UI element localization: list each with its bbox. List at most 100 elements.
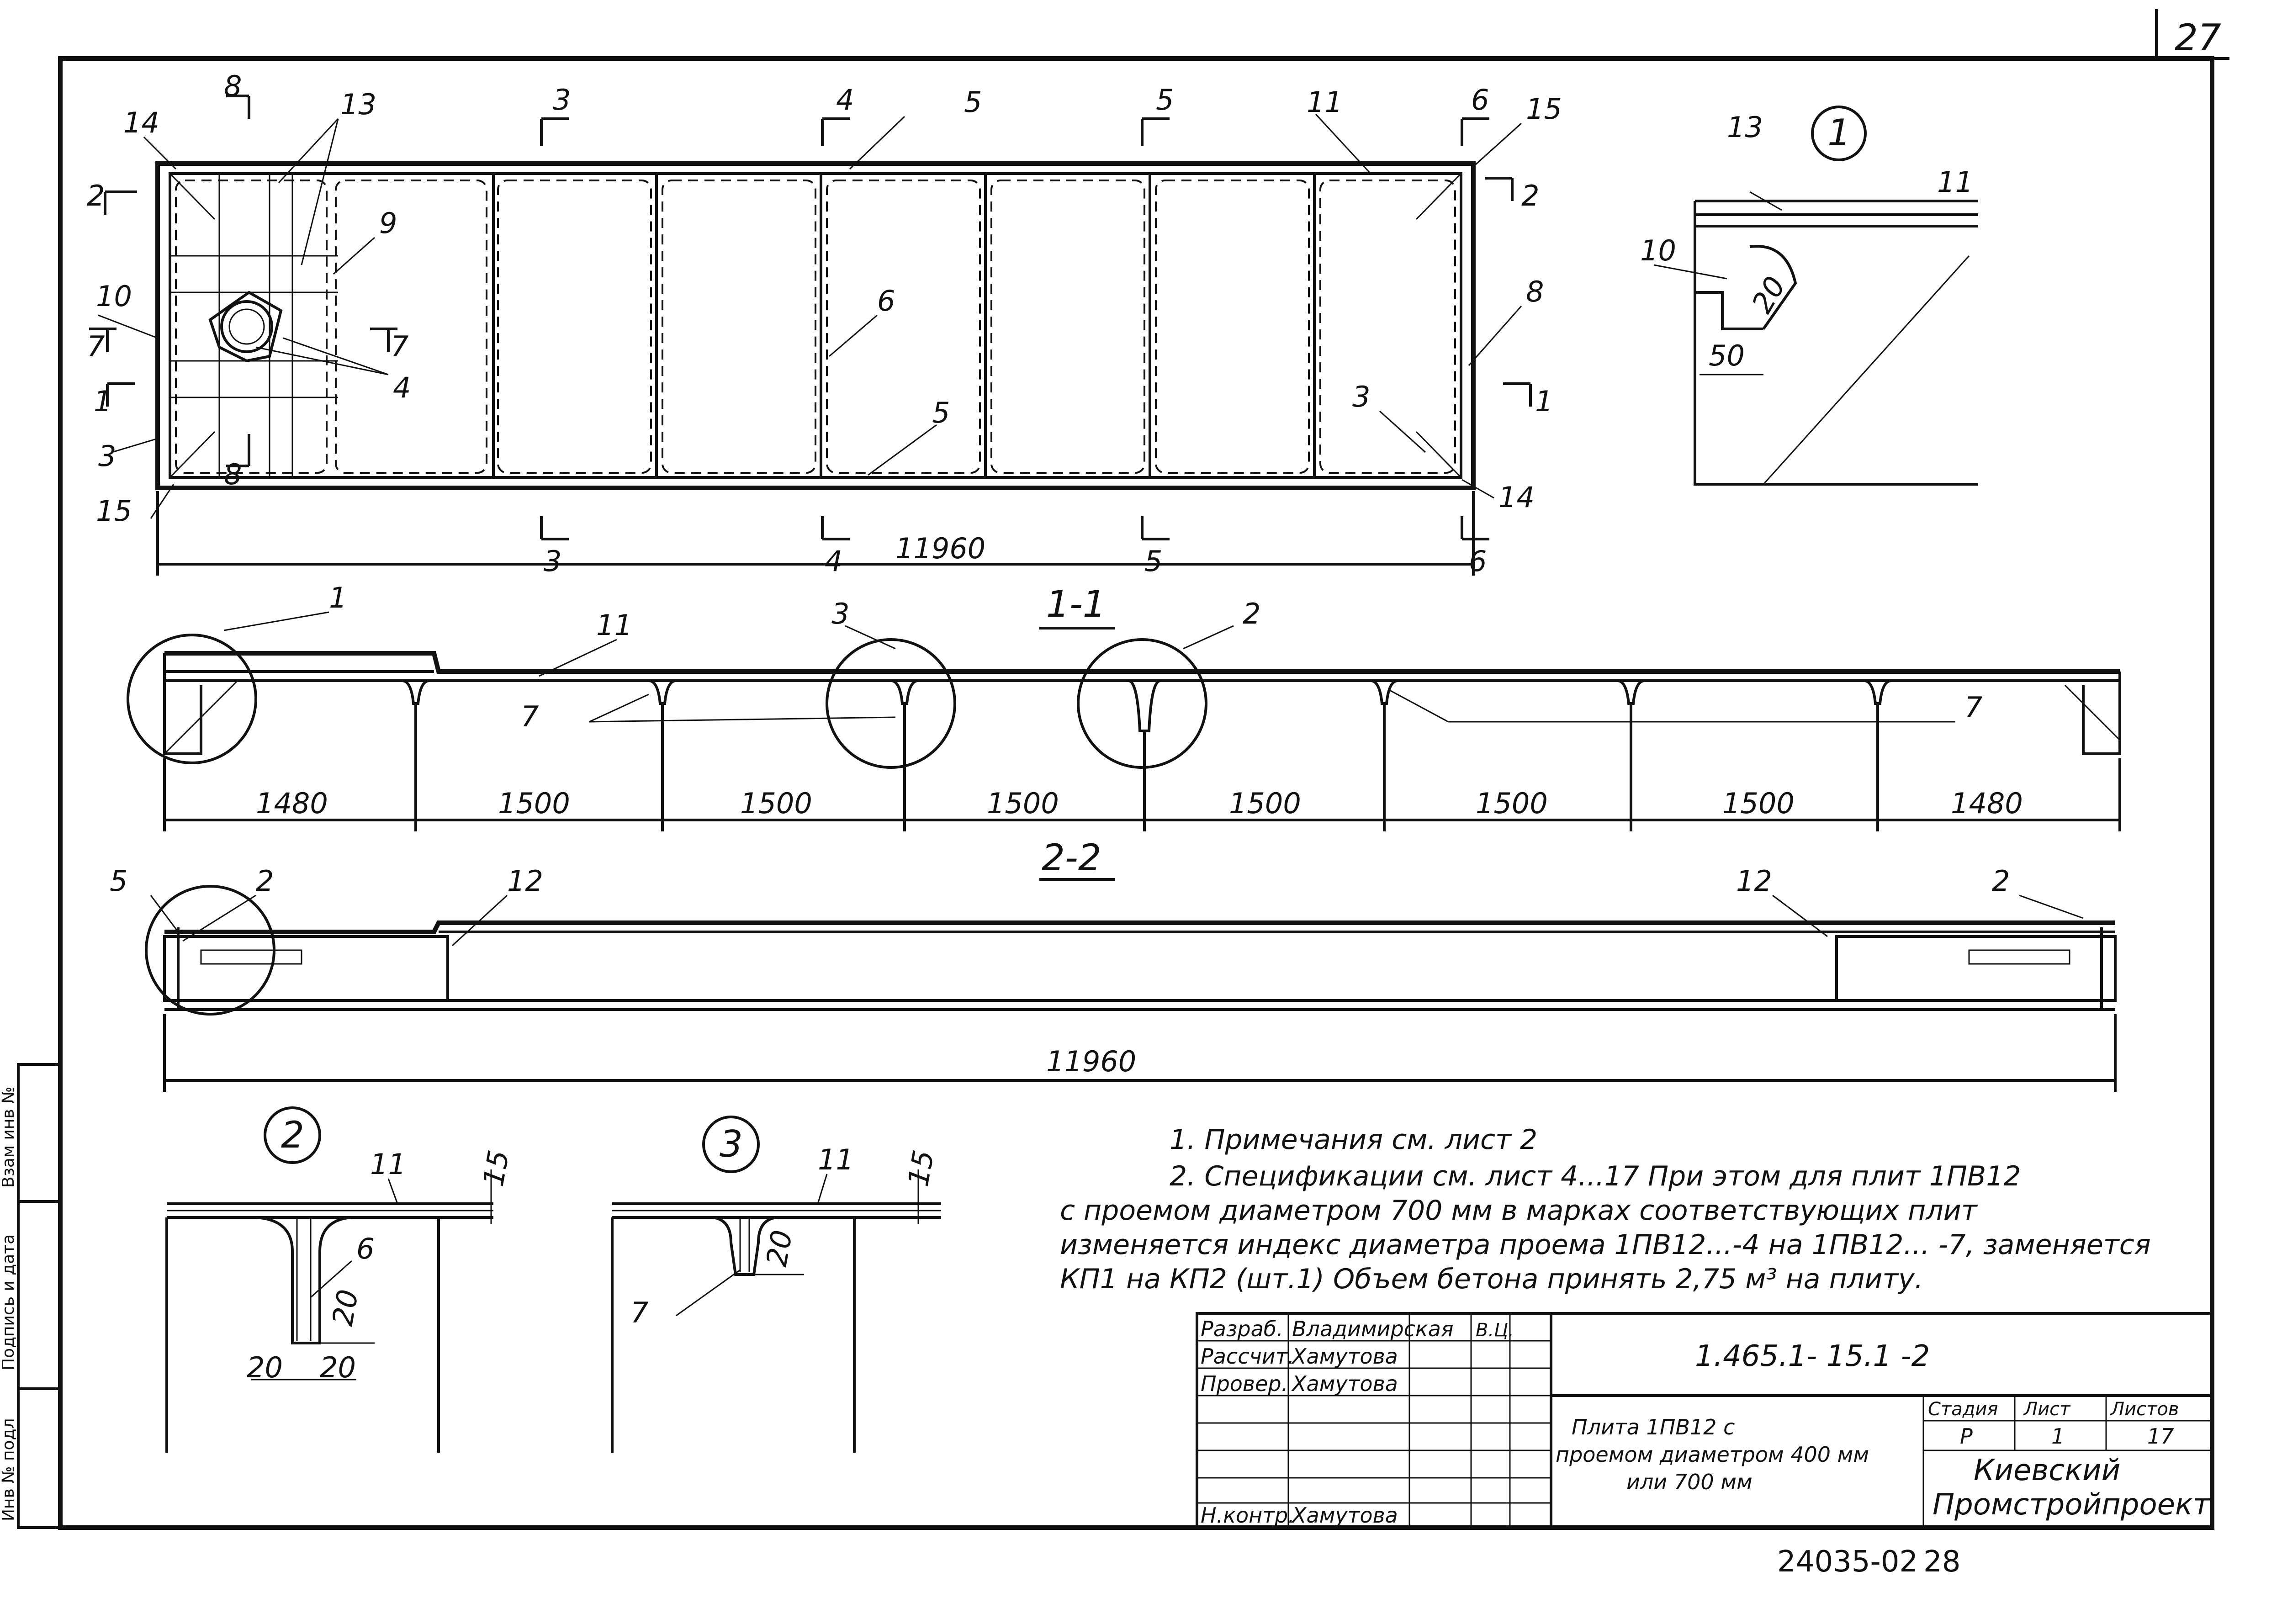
title-block: 1.465.1- 15.1 -2 Разраб. Владимирская В.… bbox=[1196, 1312, 2213, 1529]
detail-1-label: 1 bbox=[1827, 111, 1851, 154]
note-line-2: 2. Спецификации см. лист 4...17 При этом… bbox=[1170, 1160, 2021, 1192]
tb-name-2: Хамутова bbox=[1291, 1344, 1398, 1369]
callout-13: 13 bbox=[340, 88, 376, 121]
span-3: 1500 bbox=[740, 787, 812, 820]
note-line-5: КП1 на КП2 (шт.1) Объем бетона принять 2… bbox=[1060, 1263, 1923, 1295]
section-2-2-callout-12-right: 12 bbox=[1736, 864, 1772, 898]
section-2-2-length-dim: 11960 bbox=[1046, 1045, 1136, 1078]
tb-name-3: Хамутова bbox=[1291, 1371, 1398, 1396]
section-mark-4-bottom: 4 bbox=[825, 545, 842, 578]
section-2-2-callout-2-right: 2 bbox=[1992, 864, 2010, 898]
detail-3-callout-7: 7 bbox=[630, 1296, 648, 1329]
plan-callouts: 2 2 1 1 7 7 8 8 3 3 4 4 5 5 6 6 14 13 bbox=[87, 69, 1562, 578]
tb-stage-value: Р bbox=[1960, 1424, 1973, 1449]
callout-11: 11 bbox=[1307, 85, 1343, 119]
section-mark-6-top: 6 bbox=[1471, 83, 1489, 116]
callout-15-bottom: 15 bbox=[96, 494, 132, 528]
section-1-1-callout-7-left: 7 bbox=[521, 700, 539, 733]
tb-sheets-header: Листов bbox=[2110, 1399, 2179, 1420]
opening-reinforcement bbox=[169, 173, 1462, 478]
tb-sign-1: В.Ц. bbox=[1476, 1320, 1514, 1341]
section-mark-8-top: 8 bbox=[224, 69, 242, 103]
callout-10: 10 bbox=[96, 280, 132, 313]
span-4: 1500 bbox=[987, 787, 1059, 820]
detail-2-label: 2 bbox=[281, 1114, 304, 1156]
section-2-2: 2-2 2 5 12 12 2 11960 bbox=[110, 836, 2117, 1092]
section-mark-7-left: 7 bbox=[87, 330, 105, 363]
tb-org-line-2: Промстройпроект bbox=[1933, 1488, 2211, 1522]
detail-1-callout-11: 11 bbox=[1937, 165, 1973, 199]
detail-2-dim-20-right: 20 bbox=[320, 1351, 356, 1384]
detail-2-dim-15: 15 bbox=[477, 1148, 516, 1189]
detail-1: 1 20 50 13 11 10 bbox=[1640, 106, 1978, 486]
detail-2-callout-6: 6 bbox=[356, 1232, 374, 1265]
section-1-1-callout-11: 11 bbox=[596, 608, 632, 642]
detail-3-label: 3 bbox=[720, 1123, 743, 1165]
tb-role-1: Разраб. bbox=[1201, 1317, 1283, 1341]
side-stamp: Взам инв № Подпись и дата Инв № подл bbox=[0, 1063, 62, 1529]
tb-org-line-1: Киевский bbox=[1974, 1454, 2120, 1487]
tb-title-line-3: или 700 мм bbox=[1626, 1470, 1753, 1494]
title-block-document-code: 1.465.1- 15.1 -2 bbox=[1695, 1339, 1930, 1373]
side-stamp-middle: Подпись и дата bbox=[0, 1234, 18, 1370]
section-mark-3-top: 3 bbox=[553, 83, 571, 116]
detail-2: 2 20 20 20 15 11 6 bbox=[165, 1106, 516, 1453]
span-1: 1480 bbox=[256, 787, 328, 820]
tb-name-1: Владимирская bbox=[1292, 1317, 1454, 1341]
callout-3-right: 3 bbox=[1352, 380, 1370, 413]
span-7: 1500 bbox=[1722, 787, 1795, 820]
tb-title-line-1: Плита 1ПВ12 с bbox=[1572, 1415, 1735, 1439]
detail-1-dim-20: 20 bbox=[1745, 271, 1792, 319]
section-1-1-callout-2: 2 bbox=[1243, 597, 1260, 630]
tb-title-line-2: проемом диаметром 400 мм bbox=[1556, 1442, 1869, 1467]
tb-sheet-header: Лист bbox=[2023, 1399, 2071, 1420]
callout-15-top: 15 bbox=[1526, 92, 1562, 126]
tb-stage-header: Стадия bbox=[1928, 1399, 1998, 1420]
callout-4: 4 bbox=[393, 371, 411, 404]
detail-3-dim-20: 20 bbox=[760, 1227, 799, 1269]
callout-9: 9 bbox=[379, 206, 397, 240]
notes: 1. Примечания см. лист 2 2. Спецификации… bbox=[1060, 1124, 2151, 1295]
section-mark-4-top: 4 bbox=[836, 83, 854, 116]
detail-3-callout-11: 11 bbox=[818, 1143, 854, 1176]
plan-view: 11960 bbox=[155, 161, 1476, 576]
tb-role-3: Провер. bbox=[1201, 1371, 1288, 1396]
sheet-number: 27 bbox=[2175, 16, 2221, 59]
detail-3: 3 20 15 11 7 bbox=[611, 1116, 941, 1453]
section-mark-1-left: 1 bbox=[94, 385, 111, 418]
callout-8: 8 bbox=[1526, 275, 1544, 308]
section-1-1-callout-3: 3 bbox=[831, 597, 849, 630]
section-1-1-span-ticks bbox=[163, 704, 2121, 831]
callout-5-top: 5 bbox=[964, 85, 982, 119]
span-5: 1500 bbox=[1229, 787, 1301, 820]
detail-1-callout-13: 13 bbox=[1727, 111, 1763, 144]
side-stamp-right: Инв № подл bbox=[0, 1418, 18, 1521]
section-mark-8-bottom: 8 bbox=[224, 458, 242, 491]
sheet-frame bbox=[58, 9, 2229, 1530]
note-line-1: 1. Примечания см. лист 2 bbox=[1170, 1124, 1537, 1156]
section-mark-3-bottom: 3 bbox=[544, 545, 561, 578]
callout-6: 6 bbox=[877, 284, 895, 317]
bottom-page: 28 bbox=[1923, 1545, 1960, 1579]
callout-14-top: 14 bbox=[123, 106, 159, 139]
section-2-2-callout-2-left: 2 bbox=[256, 864, 274, 898]
section-1-1: 1-1 1 11 3 2 7 bbox=[127, 581, 2121, 831]
callout-14-bottom: 14 bbox=[1498, 481, 1535, 514]
callout-3-left: 3 bbox=[98, 439, 116, 473]
bottom-code: 24035-02 bbox=[1777, 1545, 1918, 1579]
section-2-2-callout-5: 5 bbox=[110, 864, 127, 898]
span-8: 1480 bbox=[1951, 787, 2023, 820]
plan-length-dim: 11960 bbox=[895, 532, 985, 565]
tb-name-4: Хамутова bbox=[1291, 1503, 1398, 1528]
tb-sheets-value: 17 bbox=[2147, 1424, 2174, 1449]
section-mark-6-bottom: 6 bbox=[1469, 545, 1487, 578]
plan-ribs bbox=[492, 174, 1316, 477]
section-1-1-title: 1-1 bbox=[1046, 583, 1106, 625]
section-mark-5-bottom: 5 bbox=[1144, 545, 1162, 578]
detail-2-dim-20-left: 20 bbox=[247, 1351, 283, 1384]
note-line-4: изменяется индекс диаметра проема 1ПВ12.… bbox=[1060, 1229, 2151, 1261]
section-mark-2-left: 2 bbox=[87, 179, 105, 212]
tb-role-4: Н.контр. bbox=[1201, 1503, 1295, 1528]
detail-2-dim-20-vert: 20 bbox=[326, 1287, 365, 1328]
